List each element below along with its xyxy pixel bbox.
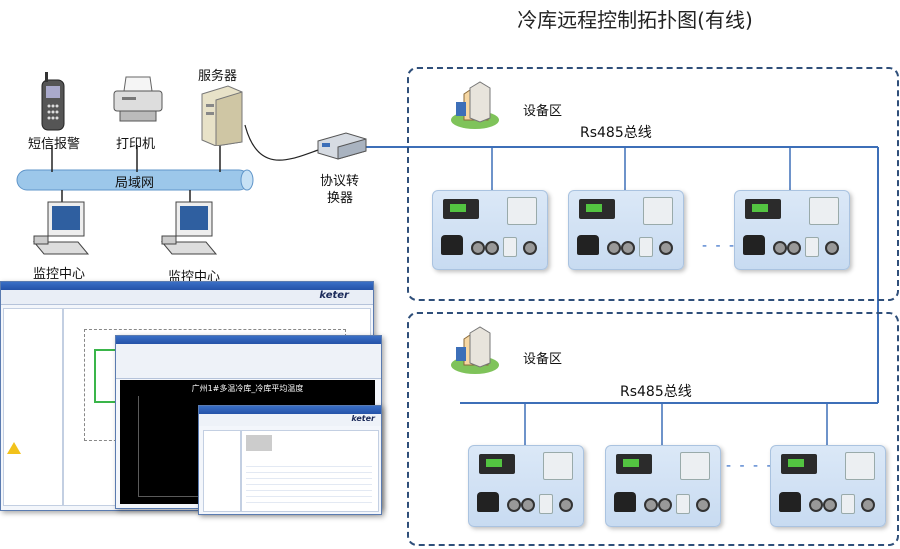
building-icon xyxy=(450,325,500,375)
detail-window-brand: keter xyxy=(351,414,375,423)
protocol-converter-label-1: 协议转 xyxy=(320,174,360,189)
fan-icon xyxy=(471,241,485,255)
mobile-phone-icon xyxy=(40,72,66,132)
fan-icon xyxy=(507,498,521,512)
zone2-area-label: 设备区 xyxy=(523,352,563,367)
device-unit xyxy=(568,190,684,270)
sensor-icon xyxy=(659,241,673,255)
device-unit xyxy=(770,445,886,527)
controller-icon xyxy=(479,454,515,474)
evaporator-icon xyxy=(841,494,855,514)
device-detail-window: keter xyxy=(198,405,382,515)
evaporator-icon xyxy=(805,237,819,257)
zone1-bus-label: Rs485总线 xyxy=(580,125,652,141)
sensor-icon xyxy=(523,241,537,255)
controller-icon xyxy=(443,199,479,219)
device-zone-2 xyxy=(407,312,899,546)
compressor-icon xyxy=(614,492,636,512)
compressor-icon xyxy=(743,235,765,255)
device-unit xyxy=(734,190,850,270)
device-tree-panel xyxy=(3,308,63,506)
software-brand: keter xyxy=(319,290,349,301)
compressor-icon xyxy=(577,235,599,255)
protocol-converter-icon xyxy=(316,131,368,161)
printer-icon xyxy=(112,75,164,123)
lan-pipe-end xyxy=(240,169,254,191)
electrical-panel-icon xyxy=(543,452,573,480)
diagram-title: 冷库远程控制拓扑图(有线) xyxy=(517,8,753,32)
fan-icon xyxy=(809,498,823,512)
controller-icon xyxy=(616,454,652,474)
sms-alarm-label: 短信报警 xyxy=(28,137,81,152)
fan-icon xyxy=(773,241,787,255)
device-zone-1 xyxy=(407,67,899,301)
controller-icon xyxy=(579,199,615,219)
fan-icon xyxy=(823,498,837,512)
fan-icon xyxy=(621,241,635,255)
server-icon xyxy=(198,84,246,147)
evaporator-icon xyxy=(639,237,653,257)
chart-window-title: 广州1#多温冷库_冷库平均温度 xyxy=(191,384,304,393)
evaporator-icon xyxy=(503,237,517,257)
sensor-icon xyxy=(559,498,573,512)
computer-icon xyxy=(160,200,222,258)
controller-icon xyxy=(781,454,817,474)
electrical-panel-icon xyxy=(845,452,875,480)
evaporator-icon xyxy=(539,494,553,514)
fan-icon xyxy=(607,241,621,255)
ellipsis-dots: - - - - xyxy=(726,458,774,474)
protocol-converter-label-2: 换器 xyxy=(327,191,354,206)
device-unit xyxy=(605,445,721,527)
sensor-icon xyxy=(825,241,839,255)
zone2-bus-label: Rs485总线 xyxy=(620,384,692,400)
fan-icon xyxy=(485,241,499,255)
compressor-icon xyxy=(779,492,801,512)
compressor-icon xyxy=(441,235,463,255)
building-icon xyxy=(450,80,500,130)
compressor-icon xyxy=(477,492,499,512)
fan-icon xyxy=(644,498,658,512)
electrical-panel-icon xyxy=(643,197,673,225)
sensor-icon xyxy=(861,498,875,512)
printer-label: 打印机 xyxy=(116,137,156,152)
server-converter-cable xyxy=(244,124,319,161)
evaporator-icon xyxy=(676,494,690,514)
zone1-area-label: 设备区 xyxy=(523,104,563,119)
server-label: 服务器 xyxy=(198,69,238,84)
fan-icon xyxy=(521,498,535,512)
electrical-panel-icon xyxy=(809,197,839,225)
fan-icon xyxy=(787,241,801,255)
computer-icon xyxy=(32,200,94,258)
electrical-panel-icon xyxy=(507,197,537,225)
lan-label: 局域网 xyxy=(115,176,155,191)
device-unit xyxy=(432,190,548,270)
electrical-panel-icon xyxy=(680,452,710,480)
monitor-center-1-label: 监控中心 xyxy=(33,267,86,282)
fan-icon xyxy=(658,498,672,512)
sensor-icon xyxy=(696,498,710,512)
controller-icon xyxy=(745,199,781,219)
device-unit xyxy=(468,445,584,527)
